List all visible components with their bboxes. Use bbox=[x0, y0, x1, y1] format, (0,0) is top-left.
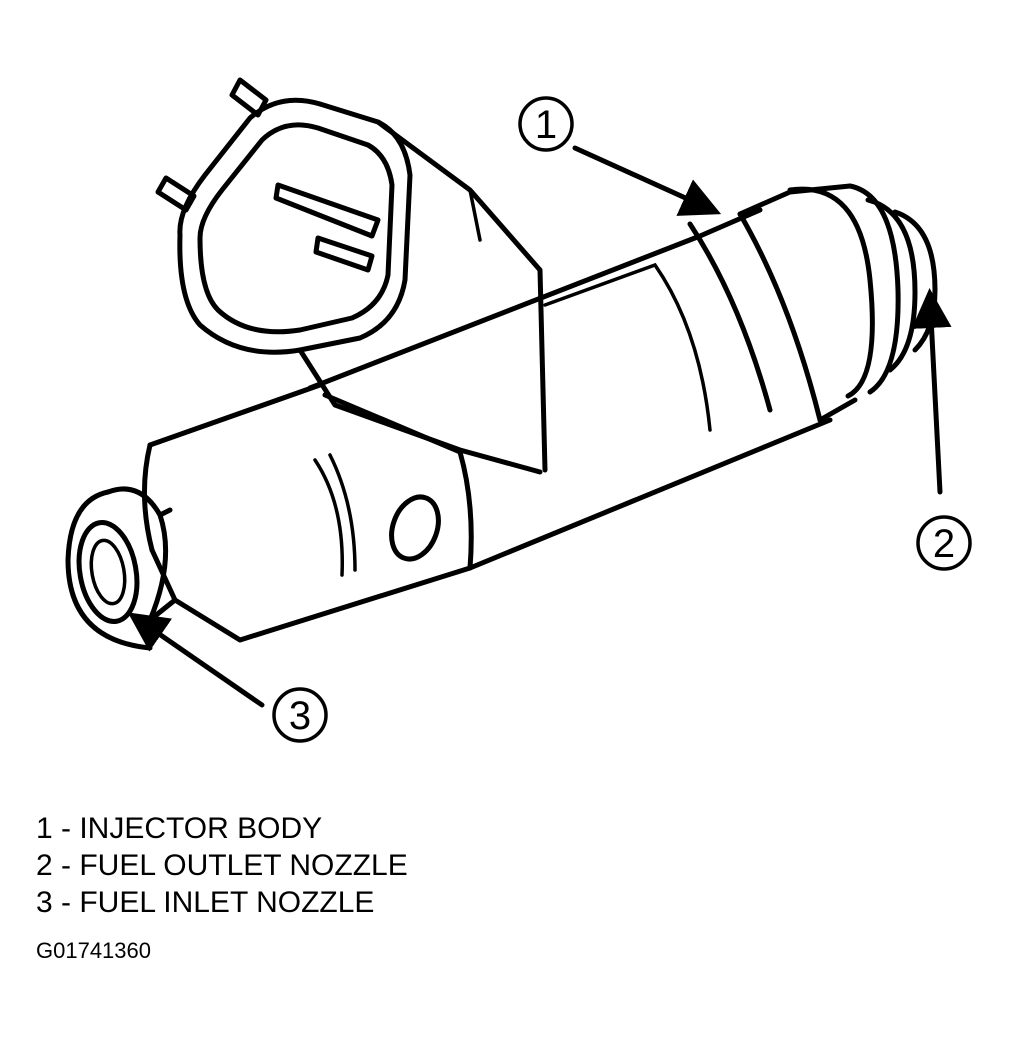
callout-3-label: 3 bbox=[289, 694, 311, 738]
injector-illustration bbox=[65, 77, 938, 651]
callout-3: 3 bbox=[127, 612, 328, 743]
callout-1-arrow bbox=[572, 145, 722, 216]
figure-id: G01741360 bbox=[36, 938, 151, 963]
legend-item-fuel-outlet-nozzle: 2 - FUEL OUTLET NOZZLE bbox=[36, 849, 408, 882]
legend-item-injector-body: 1 - INJECTOR BODY bbox=[36, 812, 323, 845]
fuel-injector-diagram: 1 2 3 bbox=[65, 77, 972, 743]
callout-2: 2 bbox=[911, 288, 972, 571]
callout-1: 1 bbox=[518, 96, 722, 216]
legend: 1 - INJECTOR BODY 2 - FUEL OUTLET NOZZLE… bbox=[36, 810, 408, 921]
callout-1-label: 1 bbox=[535, 103, 557, 147]
callout-3-arrow bbox=[127, 612, 265, 708]
legend-item-fuel-inlet-nozzle: 3 - FUEL INLET NOZZLE bbox=[36, 886, 375, 919]
callout-2-arrow bbox=[911, 288, 952, 495]
callout-2-label: 2 bbox=[933, 522, 955, 566]
